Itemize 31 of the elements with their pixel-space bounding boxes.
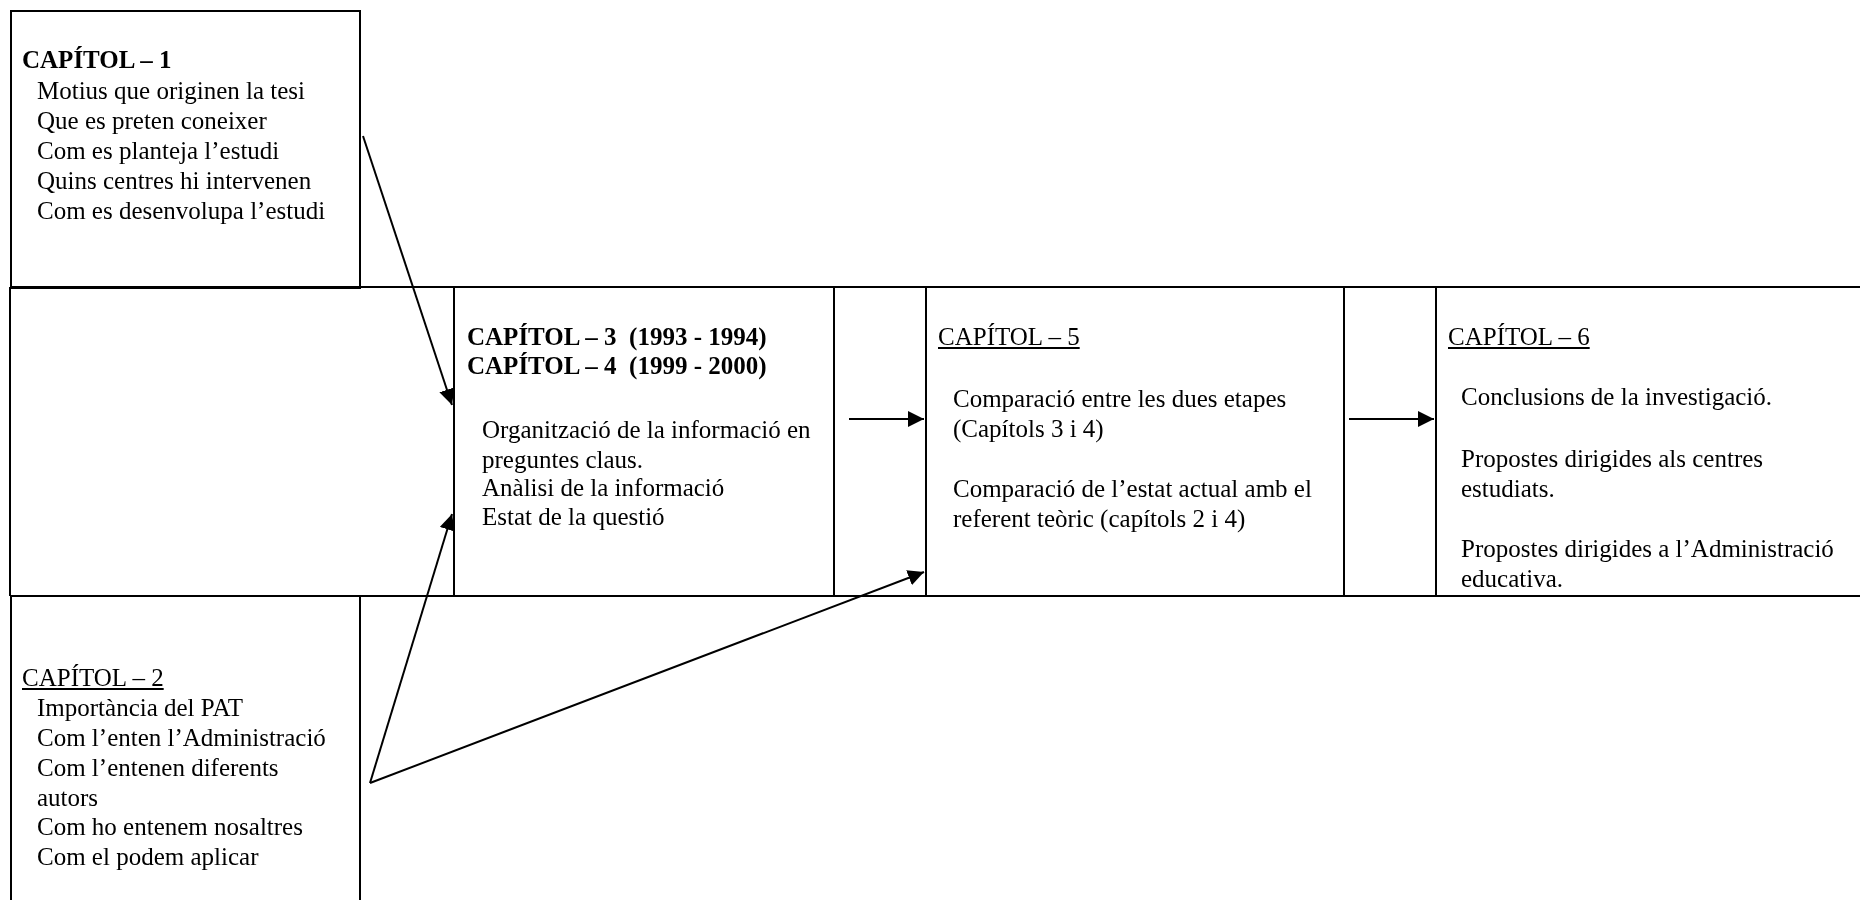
chapter-heading: CAPÍTOL – 4 (1999 - 2000)	[467, 351, 767, 381]
arrow	[369, 570, 925, 784]
chapter-topic: Com el podem aplicar	[37, 842, 259, 872]
chapter-topic: Motius que originen la tesi	[37, 76, 306, 106]
chapter-topic: Com ho entenem nosaltres	[37, 812, 303, 842]
chapter-topic: Importància del PAT	[37, 693, 243, 723]
arrow	[1348, 411, 1435, 427]
chapter-box	[10, 595, 361, 900]
chapter-topic: Com es planteja l’estudi	[37, 136, 280, 166]
chapter-topic: Com l’enten l’Administració	[37, 723, 326, 753]
chapter-topic: Comparació entre les dues etapes (Capítols 3 i 4)	[953, 384, 1288, 443]
chapter-heading: CAPÍTOL – 1	[22, 45, 172, 75]
chapter-topic: Com l’entenen diferents autors	[37, 753, 280, 812]
chapter-heading: CAPÍTOL – 6	[1448, 322, 1590, 352]
chapter-topic: Estat de la questió	[482, 502, 665, 532]
chapter-topic: Com es desenvolupa l’estudi	[37, 196, 326, 226]
chapter-topic: Conclusions de la investigació.	[1461, 382, 1773, 412]
chapter-box	[10, 10, 361, 289]
arrow	[362, 135, 455, 406]
chapter-topic: Comparació de l’estat actual amb el referent teòric (capítols 2 i 4)	[953, 474, 1313, 533]
arrow	[369, 513, 455, 784]
chapter-heading: CAPÍTOL – 5	[938, 322, 1080, 352]
arrow	[848, 411, 925, 427]
chapter-topic: Que es preten coneixer	[37, 106, 267, 136]
chapter-topic: Quins centres hi intervenen	[37, 166, 312, 196]
chapter-topic: Propostes dirigides als centres estudiats.	[1461, 444, 1765, 503]
chapter-heading: CAPÍTOL – 3 (1993 - 1994)	[467, 322, 767, 352]
chapter-topic: Anàlisi de la informació	[482, 473, 725, 503]
chapter-heading: CAPÍTOL – 2	[22, 663, 164, 693]
chapter-topic: Organització de la informació en preguntes claus.	[482, 415, 812, 474]
chapter-topic: Propostes dirigides a l’Administració educativa.	[1461, 534, 1835, 593]
